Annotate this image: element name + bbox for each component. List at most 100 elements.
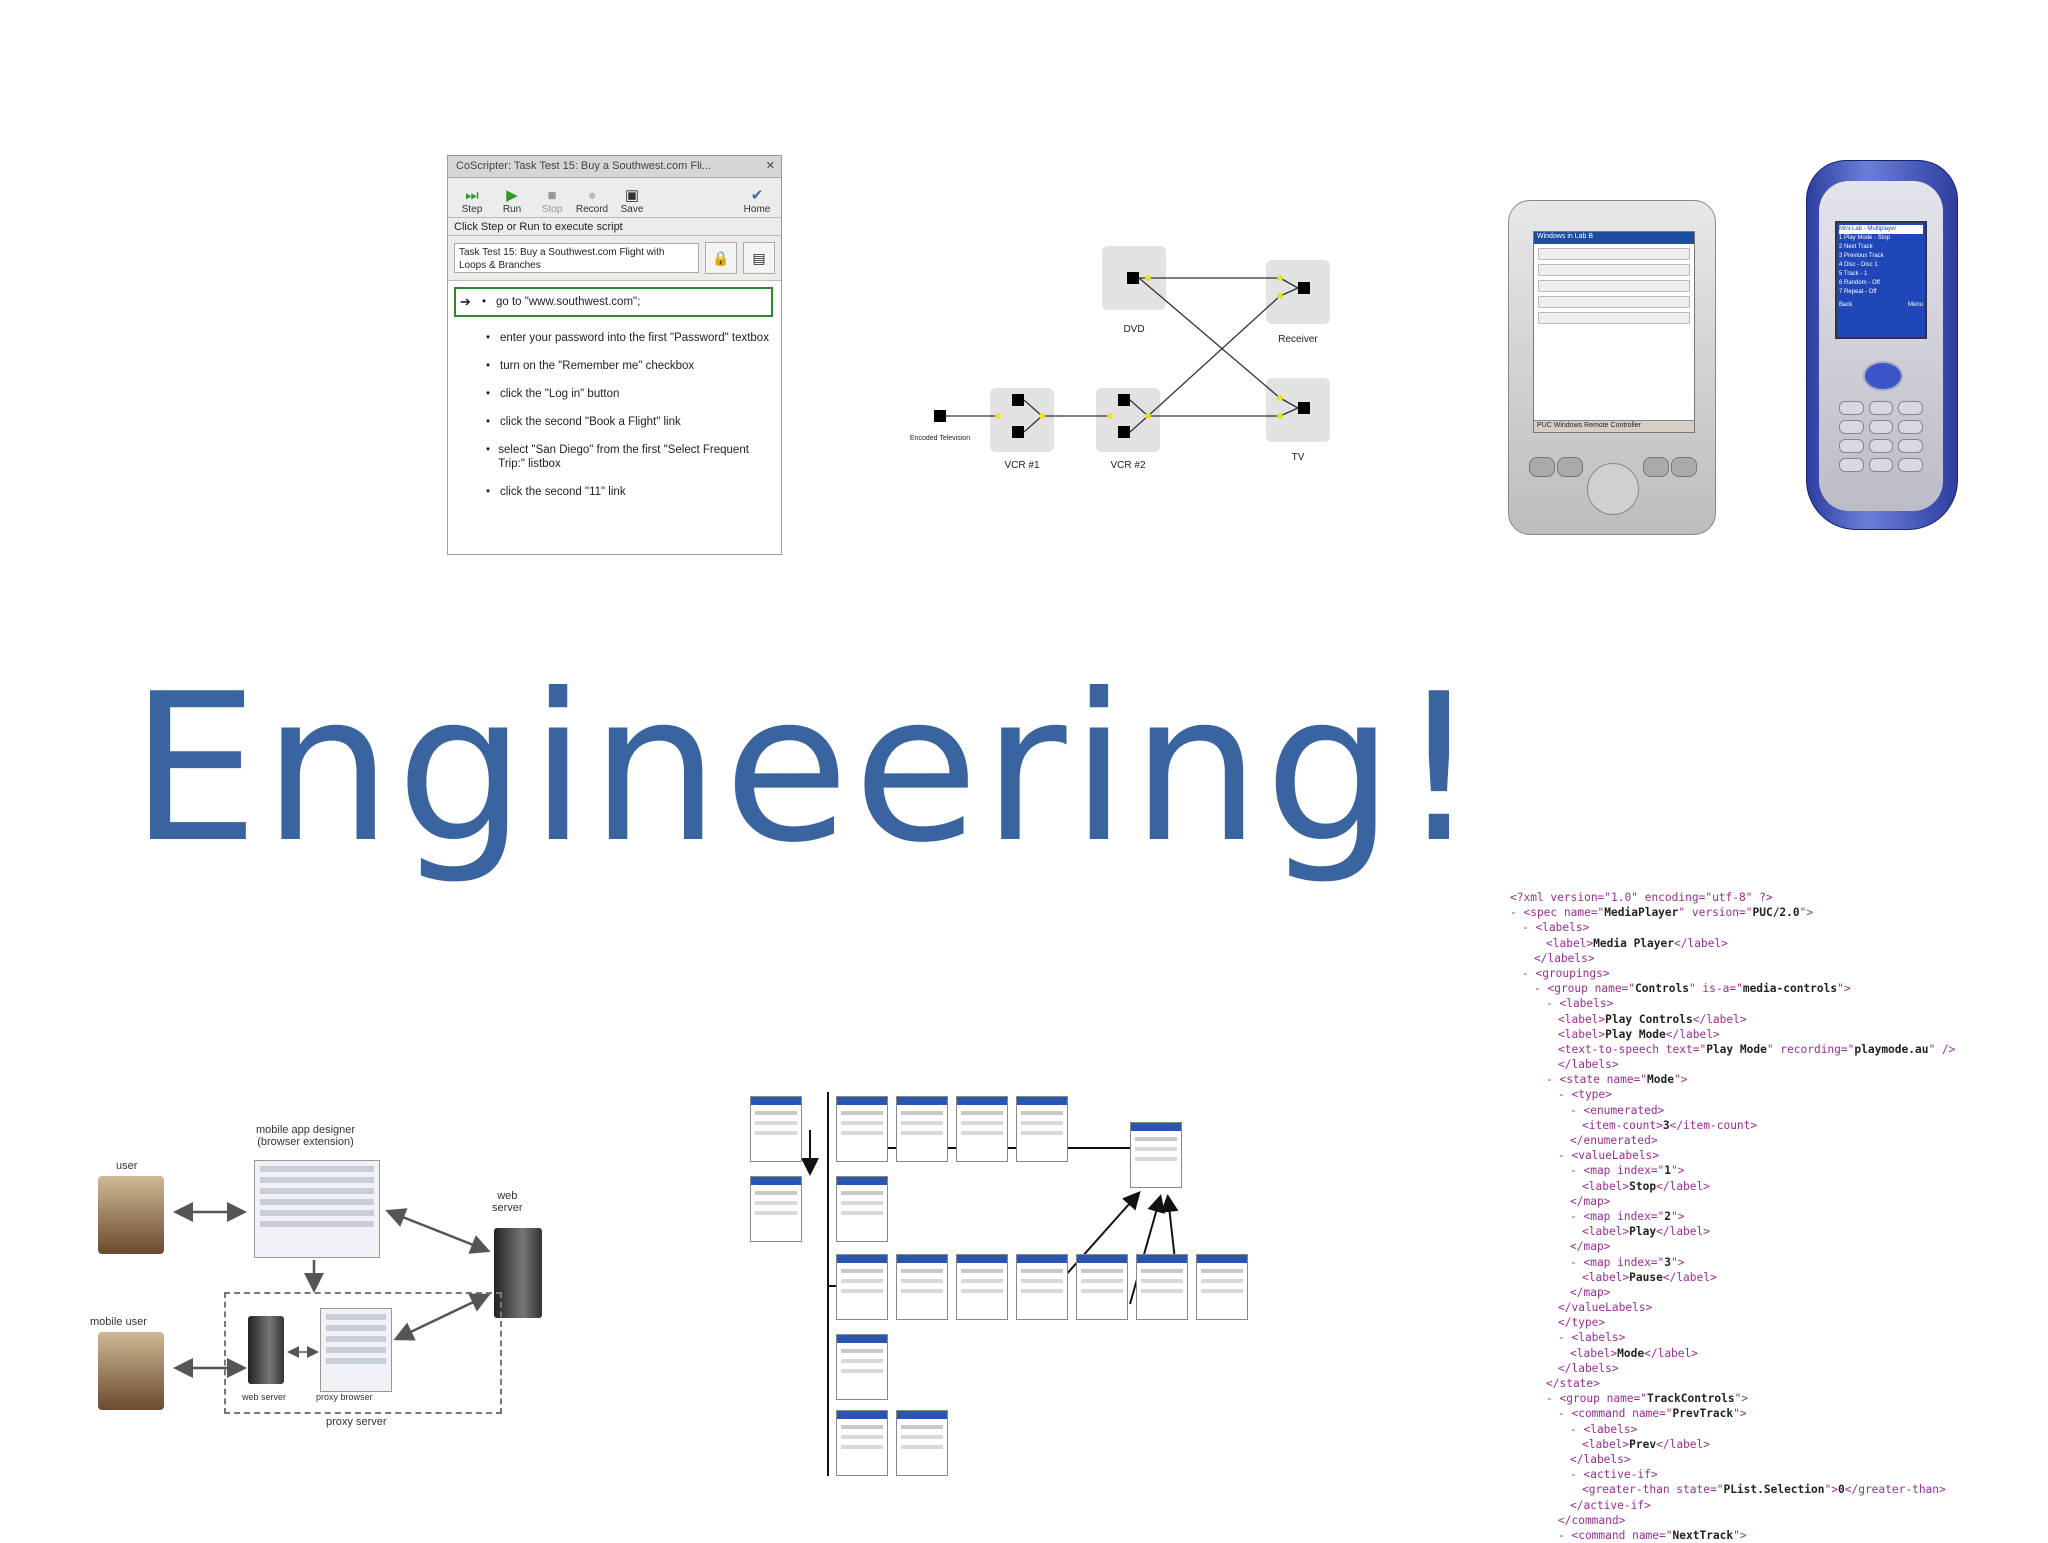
page-title: Engineering!	[130, 651, 1484, 888]
screen-thumbnail	[836, 1410, 888, 1476]
record-button[interactable]: ●Record	[572, 188, 612, 216]
document-icon: ▤	[752, 249, 766, 266]
phone-keypad	[1839, 401, 1923, 472]
proxy-architecture-diagram: user mobile user mobile app designer (br…	[90, 1120, 590, 1440]
screen-thumbnail	[836, 1334, 888, 1400]
screen-thumbnail	[836, 1254, 888, 1320]
xml-line: - <labels>	[1558, 1331, 1626, 1345]
screen-thumbnail	[1016, 1254, 1068, 1320]
run-button[interactable]: ▶Run	[492, 187, 532, 216]
xml-line: </map>	[1570, 1285, 1611, 1299]
vcr2-node	[1096, 388, 1160, 452]
pda-title-bar: Windows in Lab B	[1534, 232, 1694, 244]
connections	[946, 277, 1299, 433]
xml-line: - <state name="Mode">	[1546, 1073, 1688, 1087]
screen-thumbnail	[836, 1096, 888, 1162]
xml-line: - <labels>	[1570, 1422, 1638, 1436]
xml-line: <label>Media Player</label>	[1546, 936, 1728, 950]
mobile-phone: Mini-Lab - Multiplayer 1 Play Mode - Sto…	[1806, 160, 1958, 530]
xml-line: - <labels>	[1546, 997, 1614, 1011]
tv-node	[1266, 378, 1330, 442]
pda-hardware-button	[1643, 457, 1669, 477]
script-step[interactable]: •select "San Diego" from the first "Sele…	[486, 444, 749, 470]
xml-line: <text-to-speech text="Play Mode" recordi…	[1558, 1042, 1956, 1056]
pda-screen: Windows in Lab B PUC Windows Remote Cont…	[1533, 231, 1695, 433]
xml-line: </command>	[1558, 1513, 1626, 1527]
xml-line: - <map index="1">	[1570, 1164, 1685, 1178]
pda-footer: PUC Windows Remote Controller	[1534, 420, 1694, 432]
lock-button[interactable]: 🔒	[705, 242, 737, 274]
xml-line: - <type>	[1558, 1088, 1612, 1102]
step-icon: ⏭	[465, 187, 479, 204]
xml-line: </type>	[1558, 1316, 1606, 1330]
user-photo	[98, 1176, 164, 1254]
xml-line: - <command name="NextTrack">	[1558, 1528, 1747, 1542]
script-step[interactable]: •click the "Log in" button	[486, 388, 620, 400]
designer-screenshot	[254, 1160, 380, 1258]
script-step-current[interactable]: ➔•go to "www.southwest.com";	[454, 287, 773, 317]
xml-line: </labels>	[1558, 1058, 1619, 1072]
web-server-label: web server	[242, 1392, 287, 1402]
dvd-node	[1102, 246, 1166, 310]
coscripter-hint: Click Step or Run to execute script	[448, 218, 781, 236]
screen-thumbnail	[750, 1096, 802, 1162]
script-step[interactable]: •click the second "Book a Flight" link	[486, 416, 681, 428]
script-steps: ➔•go to "www.southwest.com"; •enter your…	[448, 280, 781, 554]
lock-icon: 🔒	[712, 249, 730, 266]
step-button[interactable]: ⏭Step	[452, 187, 492, 216]
coscripter-toolbar: ⏭Step ▶Run ■Stop ●Record ▣Save ✔Home	[448, 178, 781, 218]
xml-line: </labels>	[1570, 1452, 1631, 1466]
save-button[interactable]: ▣Save	[612, 188, 652, 216]
stop-button[interactable]: ■Stop	[532, 187, 572, 216]
run-icon: ▶	[506, 187, 518, 204]
script-step[interactable]: •click the second "11" link	[486, 486, 626, 498]
receiver-label: Receiver	[1278, 334, 1318, 345]
xml-line: - <active-if>	[1570, 1468, 1658, 1482]
tv-label: TV	[1292, 452, 1305, 463]
xml-line: - <command name="PrevTrack">	[1558, 1407, 1747, 1421]
screen-thumbnail	[896, 1254, 948, 1320]
home-button[interactable]: ✔Home	[737, 188, 777, 216]
pda-hardware-button	[1557, 457, 1583, 477]
coscripter-panel: CoScripter: Task Test 15: Buy a Southwes…	[447, 155, 782, 555]
vcr1-node	[990, 388, 1054, 452]
xml-line: - <groupings>	[1522, 966, 1610, 980]
screen-thumbnail	[1196, 1254, 1248, 1320]
arrow-right-icon: ➔	[460, 294, 471, 309]
pda-device: Windows in Lab B PUC Windows Remote Cont…	[1508, 200, 1716, 535]
vcr1-label: VCR #1	[1004, 460, 1039, 471]
xml-line: </map>	[1570, 1240, 1611, 1254]
mobile-user-photo	[98, 1332, 164, 1410]
web-server-icon	[494, 1228, 542, 1318]
edit-button[interactable]: ▤	[743, 242, 775, 274]
phone-joystick	[1863, 361, 1903, 391]
screen-thumbnail	[1076, 1254, 1128, 1320]
proxy-server-label: proxy server	[326, 1416, 387, 1428]
proxy-browser-screenshot	[320, 1308, 392, 1392]
phone-screen: Mini-Lab - Multiplayer 1 Play Mode - Sto…	[1835, 221, 1927, 339]
xml-line: </enumerated>	[1570, 1134, 1658, 1147]
xml-line: - <labels>	[1522, 921, 1590, 935]
script-step[interactable]: •enter your password into the first "Pas…	[486, 332, 769, 344]
stop-icon: ■	[547, 187, 557, 204]
xml-line: <label>Mode</label>	[1570, 1346, 1698, 1360]
xml-line: </active-if>	[1570, 1498, 1651, 1512]
screen-thumbnail	[896, 1410, 948, 1476]
close-icon[interactable]: ✕	[765, 160, 775, 172]
source-label: Encoded Television	[910, 435, 970, 442]
script-step[interactable]: •turn on the "Remember me" checkbox	[486, 360, 695, 372]
vcr2-label: VCR #2	[1110, 460, 1145, 471]
coscripter-title: CoScripter: Task Test 15: Buy a Southwes…	[456, 160, 712, 172]
user-label: user	[116, 1160, 138, 1172]
mobile-user-label: mobile user	[90, 1316, 147, 1328]
proxy-browser-label: proxy browser	[316, 1392, 373, 1402]
task-row: Task Test 15: Buy a Southwest.com Flight…	[448, 236, 781, 280]
pda-hardware-button	[1671, 457, 1697, 477]
storyboard-flow-diagram	[750, 1090, 1290, 1490]
xml-line: <label>Play Mode</label>	[1558, 1027, 1720, 1041]
xml-line: <item-count>3</item-count>	[1582, 1118, 1758, 1132]
web-server-icon	[248, 1316, 284, 1384]
xml-line: </map>	[1570, 1194, 1611, 1208]
xml-line: <label>Stop</label>	[1582, 1179, 1710, 1193]
xml-line: - <group name="Controls" is-a="media-con…	[1534, 982, 1851, 996]
